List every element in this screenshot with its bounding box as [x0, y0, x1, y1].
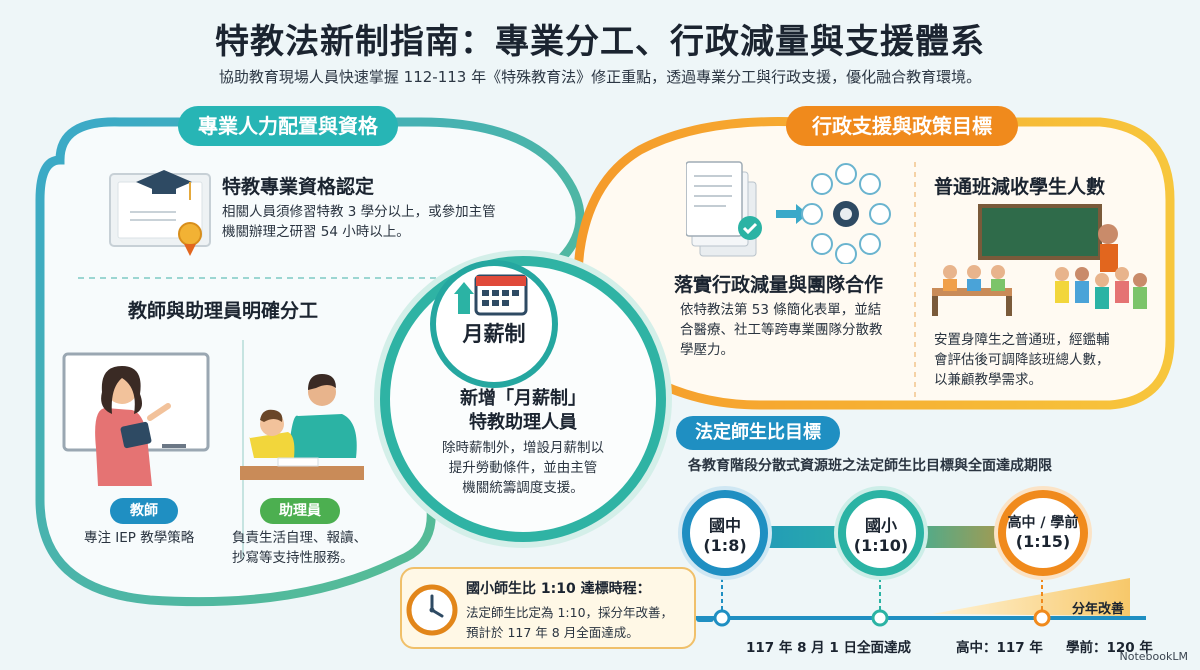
section-pill-ratio: 法定師生比目標 — [676, 416, 840, 450]
admin-desc-3: 學壓力。 — [680, 342, 734, 358]
high-school-deadline: 高中：117 年 — [956, 640, 1043, 656]
ratio-desc: 各教育階段分散式資源班之法定師生比目標與全面達成期限 — [688, 458, 1052, 474]
page-subtitle: 協助教育現場人員快速掌握 112-113 年《特殊教育法》修正重點，透過專業分工… — [218, 68, 982, 86]
ratio-node-elementary-value: (1:10) — [853, 536, 909, 555]
section-pill-staffing: 專業人力配置與資格 — [178, 106, 398, 146]
assistant-desc-1: 負責生活自理、報讀、 — [232, 530, 367, 546]
ratio-node-junior-high-label: 國中 — [708, 516, 741, 535]
ratio-node-elementary: 國小 (1:10) — [838, 490, 924, 576]
calendar-icon — [454, 274, 528, 316]
cert-desc-1: 相關人員須修習特教 3 學分以上，或參加主管 — [222, 204, 496, 220]
class-desc-3: 以兼顧教學需求。 — [934, 372, 1042, 388]
teacher-illustration — [62, 352, 210, 486]
assistant-illustration — [240, 374, 364, 480]
monthly-desc-2: 提升勞動條件，並由主管 — [448, 460, 598, 476]
certificate-icon — [109, 170, 211, 256]
clock-icon — [406, 584, 458, 636]
clock-note-title: 國小師生比 1:10 達標時程： — [466, 581, 651, 597]
monthly-title-2: 特教助理人員 — [469, 412, 577, 433]
cert-title: 特教專業資格認定 — [222, 176, 375, 198]
ratio-node-junior-high: 國中 (1:8) — [682, 490, 768, 576]
monthly-desc-3: 機關統籌調度支援。 — [462, 480, 584, 496]
class-desc-2: 會評估後可調降該班總人數， — [934, 352, 1110, 368]
preschool-deadline: 學前：120 年 — [1066, 640, 1153, 656]
clock-note-desc-1: 法定師生比定為 1:10，採分年改善， — [466, 605, 674, 620]
division-title: 教師與助理員明確分工 — [128, 300, 319, 322]
section-pill-admin: 行政支援與政策目標 — [786, 106, 1018, 146]
monthly-title-1: 新增「月薪制」 — [460, 388, 586, 409]
timeline-label: 117 年 8 月 1 日全面達成 — [746, 640, 911, 656]
assistant-desc-2: 抄寫等支持性服務。 — [232, 550, 354, 566]
ratio-node-senior-label: 高中 / 學前 — [1007, 515, 1079, 531]
notebooklm-logo: NotebookLM — [1119, 650, 1188, 663]
admin-title: 落實行政減量與團隊合作 — [674, 274, 884, 296]
class-size-title: 普通班減收學生人數 — [934, 176, 1106, 198]
paperwork-network-icon — [686, 161, 891, 264]
cert-desc-2: 機關辦理之研習 54 小時以上。 — [222, 224, 410, 240]
assistant-tag: 助理員 — [260, 498, 340, 524]
clock-note-desc-2: 預計於 117 年 8 月全面達成。 — [466, 625, 639, 640]
admin-desc-1: 依特教法第 53 條簡化表單，並結 — [680, 302, 882, 318]
monthly-desc-1: 除時薪制外，增設月薪制以 — [442, 440, 604, 456]
teacher-tag: 教師 — [110, 498, 178, 524]
teacher-desc: 專注 IEP 教學策略 — [84, 530, 195, 546]
admin-desc-2: 合醫療、社工等跨專業團隊分散教 — [680, 322, 883, 338]
ratio-node-elementary-label: 國小 — [864, 516, 897, 535]
ratio-node-junior-high-value: (1:8) — [703, 536, 747, 555]
monthly-badge-label: 月薪制 — [462, 322, 526, 346]
ramp-label: 分年改善 — [1072, 602, 1125, 617]
classroom-illustration — [932, 204, 1147, 316]
class-desc-1: 安置身障生之普通班，經鑑輔 — [934, 332, 1110, 348]
page-title: 特教法新制指南：專業分工、行政減量與支援體系 — [215, 22, 985, 62]
ratio-node-senior-preschool: 高中 / 學前 (1:15) — [998, 490, 1088, 576]
ratio-node-senior-value: (1:15) — [1015, 532, 1071, 551]
